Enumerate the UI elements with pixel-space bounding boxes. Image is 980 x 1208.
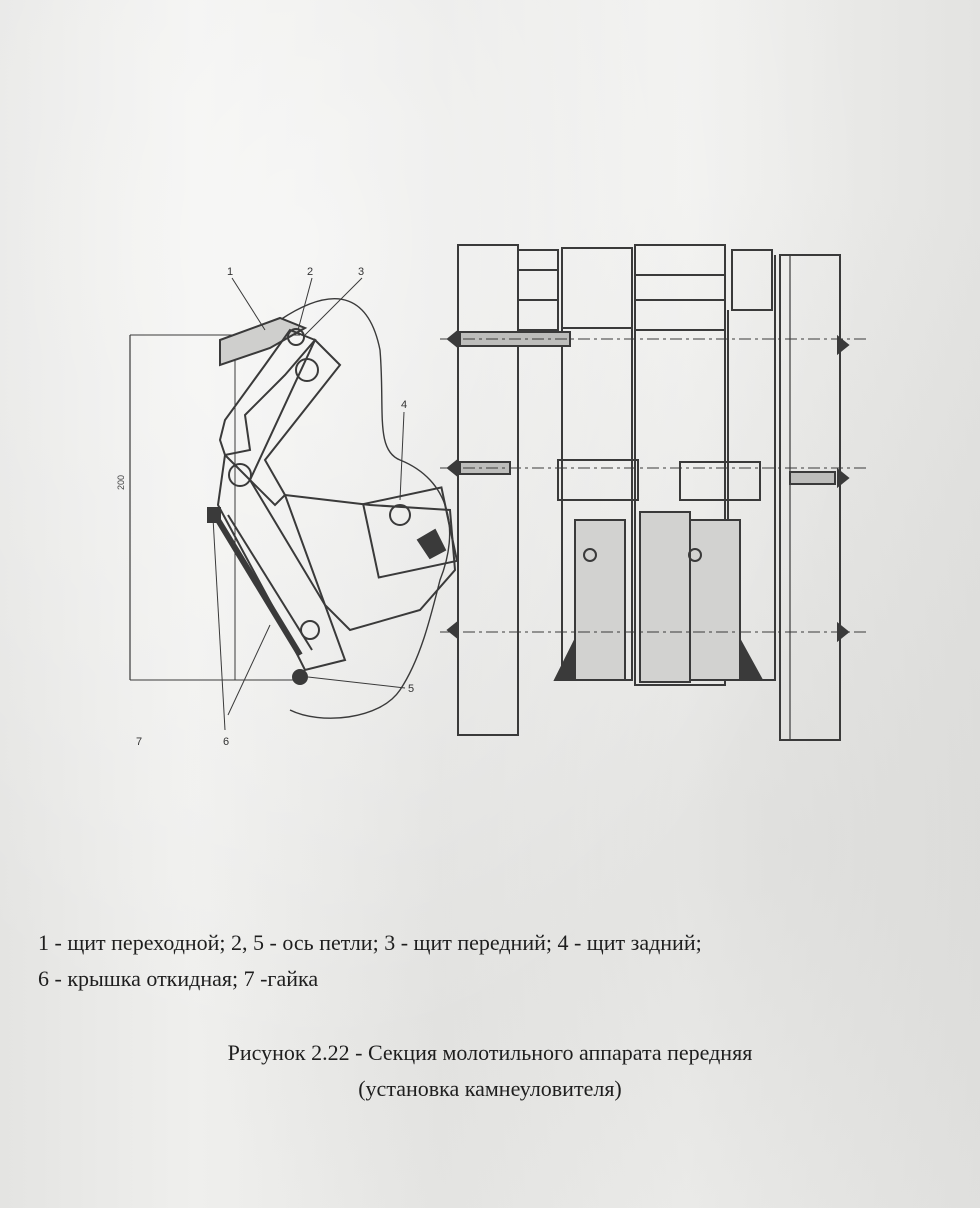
inner-bracket-left [557, 459, 639, 501]
caption-subtitle: (установка камнеуловителя) [358, 1076, 622, 1101]
rear-shield [361, 486, 459, 579]
enclosure-outline [279, 298, 451, 719]
callout-2: 2 [307, 266, 313, 278]
legend-line-1: 1 - щит переходной; 2, 5 - ось петли; 3 … [38, 930, 702, 955]
rear-shield-bolt [389, 504, 411, 526]
callout-7: 7 [136, 736, 142, 748]
stone-catcher-side-view [129, 277, 459, 731]
inner-bracket-right [679, 461, 761, 501]
callout-3: 3 [358, 266, 364, 278]
bolt-upper [295, 358, 319, 382]
figure-caption: Рисунок 2.22 - Секция молотильного аппар… [0, 1035, 980, 1107]
bolt-middle [228, 463, 252, 487]
callout-4: 4 [401, 399, 407, 411]
transition-shield [219, 316, 308, 367]
caption-title: Рисунок 2.22 - Секция молотильного аппар… [227, 1040, 753, 1065]
bolt-lower [300, 620, 320, 640]
technical-drawing: 1 2 3 4 5 6 7 200 [100, 240, 880, 760]
drawing-canvas: 1 2 3 4 5 6 7 200 [116, 244, 870, 748]
dimension-value: 200 [116, 475, 126, 490]
right-side-plate [779, 254, 841, 741]
figure-legend: 1 - щит переходной; 2, 5 - ось петли; 3 … [38, 925, 958, 997]
callout-6: 6 [223, 736, 229, 748]
callout-1: 1 [227, 266, 233, 278]
nut [207, 507, 221, 523]
front-shield [218, 328, 317, 457]
hinge-pin-top [287, 328, 305, 346]
section-front-view [440, 244, 870, 741]
hinge-pin-bottom [292, 669, 308, 685]
hinged-cover [215, 518, 303, 657]
legend-line-2: 6 - крышка откидная; 7 -гайка [38, 966, 319, 991]
left-side-plate [457, 244, 519, 736]
callout-5: 5 [408, 683, 414, 695]
